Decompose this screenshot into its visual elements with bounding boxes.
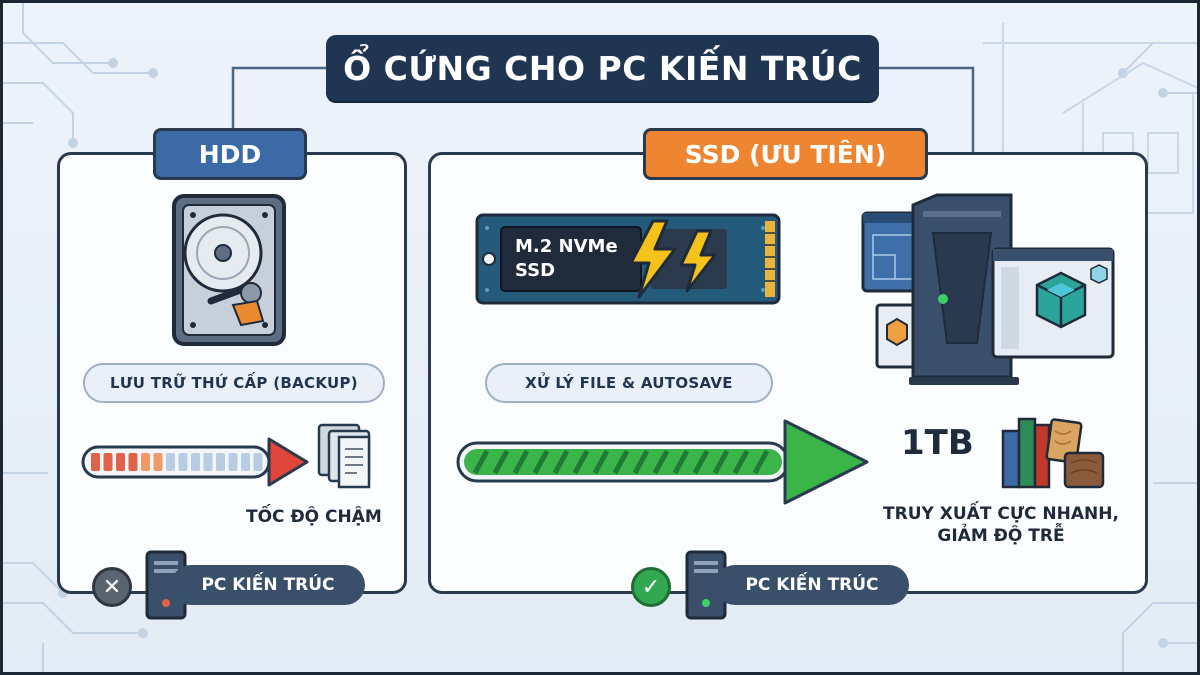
hdd-speed-segment [166,453,175,471]
hdd-speed-segment [128,453,138,471]
ssd-speed-stripe [612,449,630,475]
workstation-illustration [861,193,1115,385]
books-icon [1001,417,1105,489]
ssd-role-pill: XỬ LÝ FILE & AUTOSAVE [485,363,773,403]
ssd-speed-stripe [552,449,570,475]
ssd-footer-badge: PC KIẾN TRÚC [715,565,909,605]
ssd-capacity: 1TB [901,423,974,463]
hdd-role-pill: LƯU TRỮ THỨ CẤP (BACKUP) [83,363,385,403]
check-icon: ✓ [631,567,671,607]
ssd-speed-stripe [492,449,510,475]
ssd-speed-stripe [512,449,530,475]
ssd-speed-stripe [672,449,690,475]
hdd-speed-segment [178,453,188,471]
ssd-speed-stripe [532,449,550,475]
ssd-speed-bar [456,419,869,505]
documents-icon [317,423,371,489]
hdd-speed-segment [253,453,263,471]
hdd-speed-segment [141,453,150,471]
ssd-benefit-line1: TRUY XUẤT CỰC NHANH, [883,504,1119,524]
ssd-speed-stripe [592,449,610,475]
page-title: Ổ CỨNG CHO PC KIẾN TRÚC [343,48,862,88]
hard-disk-icon [172,194,286,346]
lightning-icon [629,219,717,299]
ssd-speed-stripe [752,449,770,475]
hdd-tag: HDD [153,128,307,180]
m2-label-line1: M.2 NVMe [515,236,618,257]
hdd-speed-segment [228,453,238,471]
hdd-speed-segment [191,453,200,471]
hdd-speed-segment [241,453,250,471]
ssd-speed-stripe [632,449,650,475]
hdd-speed-segment [203,453,213,471]
hdd-speed-segment [153,453,163,471]
close-icon: ✕ [92,567,132,607]
hdd-speed-segment [216,453,225,471]
ssd-tag: SSD (ƯU TIÊN) [643,128,928,180]
ssd-speed-stripe [472,449,490,475]
ssd-speed-stripe [732,449,750,475]
hdd-footer-badge: PC KIẾN TRÚC [171,565,365,605]
hdd-speed-bar [81,437,309,487]
cube-icon [1035,271,1087,329]
ssd-speed-stripe [652,449,670,475]
page-title-box: Ổ CỨNG CHO PC KIẾN TRÚC [326,35,879,101]
hdd-speed-segment [91,453,100,471]
m2-label-line2: SSD [515,260,556,281]
ssd-speed-stripe [572,449,590,475]
ssd-benefit-line2: GIẢM ĐỘ TRỄ [937,526,1065,546]
hdd-speed-segment [103,453,113,471]
ssd-speed-stripe [692,449,710,475]
ssd-benefit-label: TRUY XUẤT CỰC NHANH, GIẢM ĐỘ TRỄ [873,503,1129,547]
pc-tower-icon [145,550,187,620]
hdd-speed-label: TỐC ĐỘ CHẬM [246,507,382,527]
ssd-speed-stripe [712,449,730,475]
hdd-speed-segment [116,453,125,471]
